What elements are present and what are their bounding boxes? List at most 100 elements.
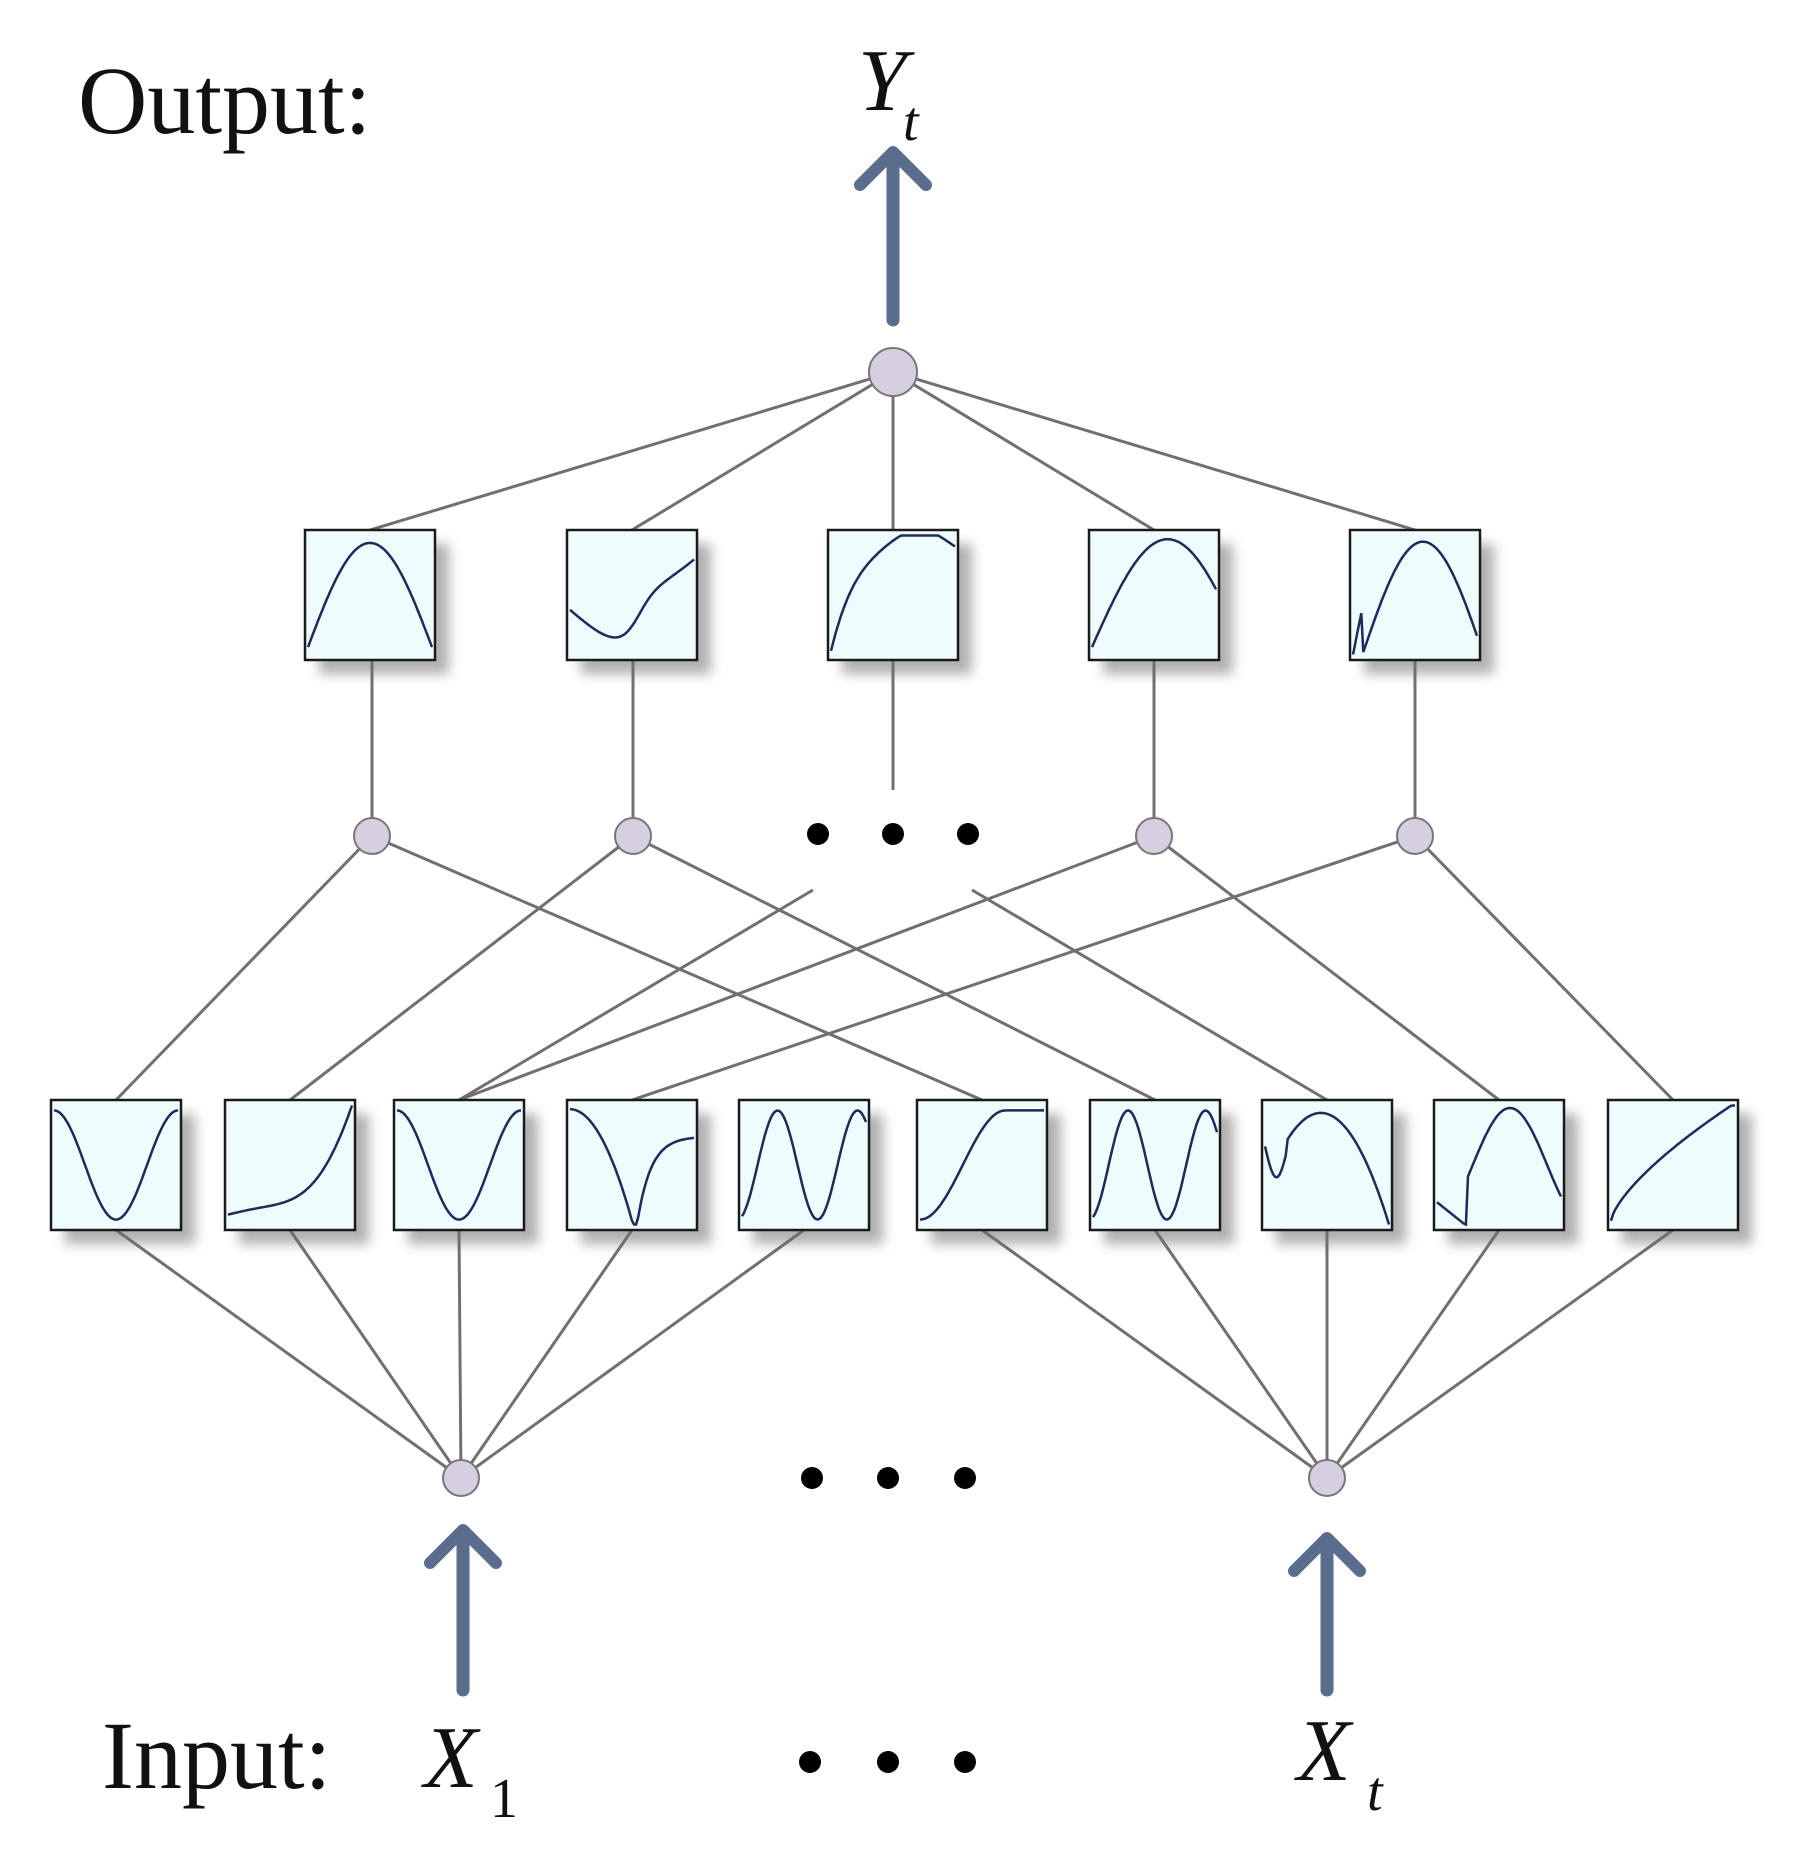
input-box-9 [1432, 1098, 1578, 1244]
hidden-box-1-curve [306, 541, 434, 648]
edge-node-to-input-2 [371, 834, 983, 1102]
hidden-box-3-curve [829, 534, 956, 652]
hidden-box-2-curve [569, 558, 695, 639]
edge-output-to-hidden-1 [369, 370, 894, 532]
input-box-7-curve [1091, 1109, 1219, 1221]
edge-output-to-hidden-4 [892, 370, 1155, 532]
input-box-9-frame [1432, 1098, 1566, 1232]
input-box-3-curve [396, 1109, 522, 1221]
hidden-box-4-frame [1087, 528, 1221, 662]
input-box-2 [223, 1098, 369, 1244]
input-variable-1: X 1 [421, 1710, 518, 1830]
hidden-box-1 [303, 528, 449, 674]
input-label: Input: [102, 1702, 331, 1809]
input-box-3 [392, 1098, 538, 1244]
input-variable-t: X t [1294, 1703, 1384, 1823]
hidden-ellipsis-dot-1 [807, 823, 829, 845]
edge-input-to-source-2 [288, 1229, 463, 1479]
input-box-10-frame [1606, 1098, 1740, 1232]
edge-node-to-input-6 [1153, 834, 1500, 1102]
input-box-5 [737, 1098, 883, 1244]
input-box-8-frame [1260, 1098, 1394, 1232]
hidden-ellipsis-dot-2 [882, 823, 904, 845]
hidden-box-1-frame [303, 528, 437, 662]
nodes [353, 347, 1434, 1497]
edge-output-to-hidden-2 [631, 370, 894, 532]
output-label: Output: [78, 47, 371, 154]
input-variable-t-subscript: t [1367, 1761, 1384, 1823]
edge-input-to-source-7 [1153, 1229, 1329, 1479]
output-arrow [854, 146, 932, 327]
hidden-box-4 [1087, 528, 1233, 674]
edge-dots-to-input-a [458, 888, 814, 1102]
hidden-node-4 [1396, 817, 1434, 855]
edge-node-to-input-3 [289, 834, 634, 1102]
input-box-5-frame [737, 1098, 871, 1232]
input-box-4-frame [565, 1098, 699, 1232]
input-box-5-curve [740, 1109, 868, 1221]
edge-node-to-input-5 [458, 834, 1155, 1102]
input-node-t [1308, 1459, 1346, 1497]
input-box-10 [1606, 1098, 1752, 1244]
hidden-box-5 [1348, 528, 1494, 674]
input-box-3-frame [392, 1098, 526, 1232]
input-box-1-curve [53, 1109, 179, 1221]
hidden-node-2 [614, 817, 652, 855]
input-box-7 [1088, 1098, 1234, 1244]
input-variable-t-base: X [1294, 1703, 1354, 1800]
edge-input-to-source-1 [115, 1228, 462, 1480]
hidden-box-3 [826, 528, 972, 674]
ellipsis-dots [799, 823, 979, 1773]
hidden-box-5-curve [1351, 540, 1479, 655]
input-arrow-t-head [1288, 1532, 1366, 1577]
edge-input-to-source-10 [1326, 1228, 1674, 1480]
input-box-4-curve [569, 1107, 695, 1226]
output-variable-subscript: t [903, 91, 920, 153]
edge-node-to-input-7 [631, 834, 1416, 1102]
edge-input-to-source-5 [460, 1228, 805, 1480]
edge-dots-to-input-b [971, 888, 1328, 1102]
input-box-8-curve [1263, 1111, 1391, 1225]
input-box-2-curve [227, 1105, 354, 1216]
input-box-2-frame [223, 1098, 357, 1232]
hidden-box-5-frame [1348, 528, 1482, 662]
edge-input-to-source-6 [981, 1228, 1328, 1480]
hidden-ellipsis-dot-3 [957, 823, 979, 845]
hidden-box-4-curve [1090, 537, 1218, 648]
edge-input-to-source-3 [457, 1229, 463, 1479]
input-variable-1-base: X [421, 1710, 481, 1807]
edge-input-to-source-4 [459, 1229, 634, 1479]
input-box-8 [1260, 1098, 1406, 1244]
edge-input-to-source-9 [1325, 1229, 1501, 1479]
hidden-node-1 [353, 817, 391, 855]
hidden-box-2 [565, 528, 711, 674]
input-ellipsis-dot-3 [954, 1467, 976, 1489]
input-box-10-curve [1609, 1104, 1735, 1222]
variable-ellipsis-dot-3 [954, 1751, 976, 1773]
input-box-9-curve [1436, 1106, 1563, 1227]
input-arrow-t [1288, 1532, 1366, 1697]
input-box-1 [49, 1098, 195, 1244]
input-box-6-curve [919, 1109, 1044, 1221]
hidden-box-2-frame [565, 528, 699, 662]
input-arrow-1 [424, 1524, 502, 1697]
input-arrow-1-head [424, 1524, 502, 1569]
output-arrow-head [854, 146, 932, 191]
arrows [424, 146, 1366, 1697]
input-box-4 [565, 1098, 711, 1244]
activation-boxes [49, 528, 1752, 1244]
edge-node-to-input-4 [632, 834, 1156, 1102]
hidden-box-3-frame [826, 528, 960, 662]
connection-lines [114, 370, 1675, 1480]
input-ellipsis-dot-1 [801, 1467, 823, 1489]
edge-output-to-hidden-5 [892, 370, 1416, 532]
input-box-6 [915, 1098, 1061, 1244]
output-variable-base: Y [858, 33, 915, 130]
variable-ellipsis-dot-1 [799, 1751, 821, 1773]
input-variable-1-subscript: 1 [490, 1768, 518, 1830]
output-variable: Y t [858, 33, 920, 153]
hidden-node-3 [1135, 817, 1173, 855]
output-node [868, 347, 918, 397]
